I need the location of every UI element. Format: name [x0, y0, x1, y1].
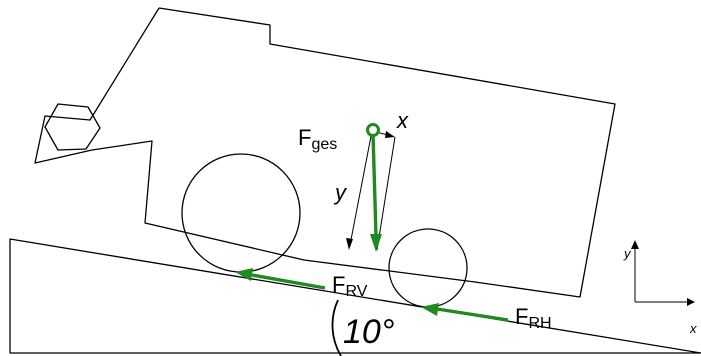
front-wheel [181, 153, 301, 273]
f-rv-arrowhead [235, 268, 253, 281]
body-y-axis [349, 130, 373, 246]
f-rv-subscript: RV [345, 283, 367, 300]
center-of-gravity-marker [366, 123, 380, 137]
global-y-arrowhead [631, 240, 639, 249]
f-rh-arrowhead [421, 303, 439, 316]
rear-wheel [388, 228, 468, 308]
global-x-label: x [689, 321, 697, 336]
angle-label: 10° [343, 313, 394, 351]
f-ges-label: Fges [298, 125, 337, 153]
f-rv-label: FRV [332, 272, 368, 300]
vehicle-body [34, 7, 616, 298]
incline-ramp [9, 238, 701, 354]
body-x-arrowhead [385, 131, 395, 138]
f-ges-arrow-shaft [371, 133, 378, 237]
f-ges-subscript: ges [311, 136, 337, 153]
global-y-label: y [623, 246, 632, 261]
body-y-label: y [333, 180, 348, 205]
body-y-arrowhead [346, 238, 353, 250]
hitch-hexagon [44, 103, 101, 151]
angle-arc [331, 299, 342, 356]
global-x-arrowhead [687, 298, 695, 306]
f-rh-subscript: RH [528, 315, 551, 332]
force-triangle-side [376, 136, 396, 251]
f-rh-label: FRH [515, 304, 552, 332]
f-rh-arrow-shaft [436, 307, 509, 322]
f-ges-arrowhead [370, 234, 382, 252]
body-x-label: x [396, 108, 409, 133]
f-rv-arrow-shaft [251, 273, 326, 290]
